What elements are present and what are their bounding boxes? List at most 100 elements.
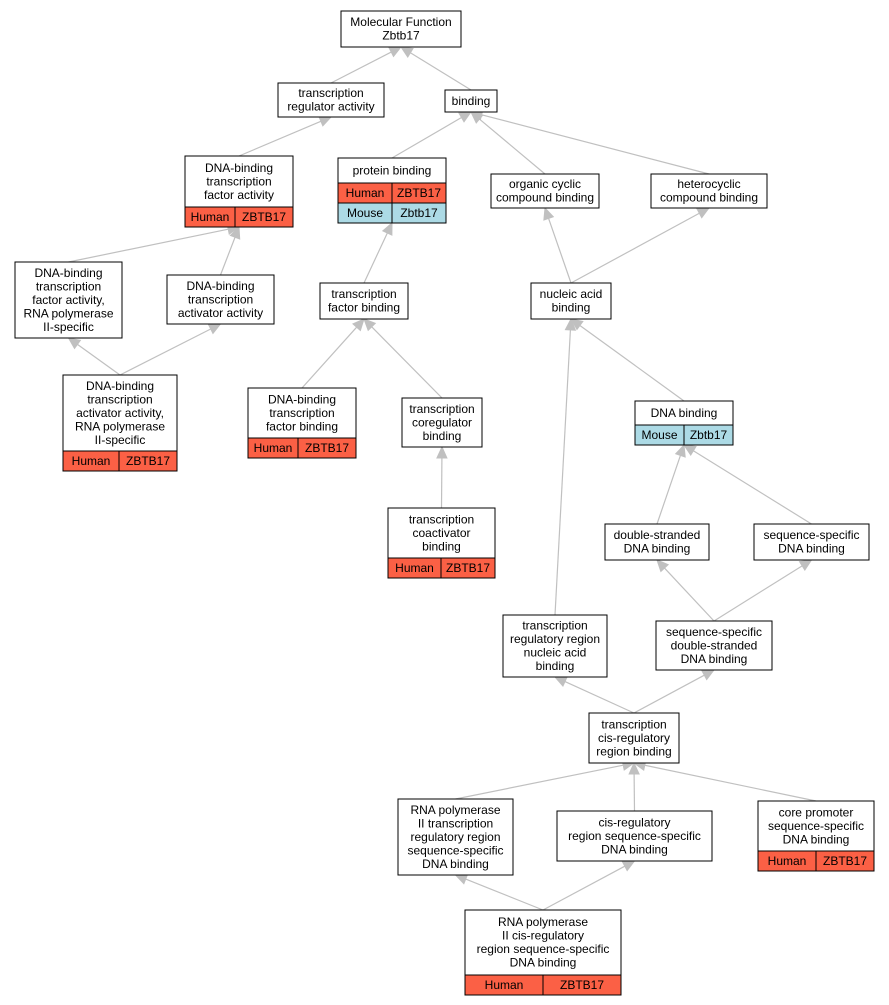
- node-label-line: activator activity: [178, 306, 263, 320]
- edge-tcab-to-tcb: [436, 445, 448, 509]
- node-label-line: heterocyclic: [677, 177, 740, 191]
- node-box: [634, 400, 734, 426]
- edge-arrowhead: [564, 317, 577, 331]
- edge-arrowhead: [436, 445, 448, 459]
- edge-dnab-to-nab: [570, 318, 685, 402]
- node-label-line: RNA polymerase: [498, 915, 588, 929]
- edge-arrowhead: [458, 111, 473, 123]
- edge-tra-to-mf: [330, 46, 403, 84]
- node-label-line: compound binding: [496, 191, 594, 205]
- node-label-line: DNA binding: [783, 832, 850, 846]
- node-label-line: cis-regulatory: [598, 731, 670, 745]
- edge-arrowhead: [67, 337, 82, 350]
- edge-arrowhead: [229, 225, 241, 240]
- node-label-line: transcription: [601, 717, 666, 731]
- node-label-line: transcription: [188, 292, 253, 306]
- edge-line: [633, 674, 705, 714]
- node-label-line: protein binding: [353, 163, 432, 177]
- edge-line: [656, 455, 682, 525]
- gene-label: ZBTB17: [446, 561, 490, 575]
- node-label-line: compound binding: [660, 191, 758, 205]
- edge-dbtaa-to-dbtfa: [219, 225, 241, 276]
- gene-label: ZBTB17: [823, 854, 867, 868]
- node-label-line: DNA binding: [651, 406, 718, 420]
- node-box: [387, 507, 496, 559]
- species-label: Human: [191, 210, 230, 224]
- edge-line: [664, 567, 715, 622]
- graph-nodes: Molecular FunctionZbtb17transcriptionreg…: [14, 10, 875, 996]
- node-label-line: double-stranded: [671, 638, 758, 652]
- node-box: [753, 523, 870, 561]
- edge-rnap2crr-to-rnap2trr: [454, 873, 544, 911]
- edge-crrssdb-to-tcrrb: [628, 761, 640, 812]
- edge-arrowhead: [674, 443, 686, 458]
- node-label-line: organic cyclic: [509, 177, 581, 191]
- node-label-line: transcription: [409, 512, 474, 526]
- node-label-line: sequence-specific: [666, 625, 762, 639]
- go-term-binding[interactable]: binding: [444, 89, 498, 113]
- species-label: Human: [346, 186, 385, 200]
- edge-nab-to-occb: [543, 206, 572, 284]
- edge-rnap2crr-to-crrssdb: [542, 860, 636, 911]
- edge-line: [119, 328, 211, 376]
- edge-line: [219, 237, 236, 276]
- species-label: Human: [395, 561, 434, 575]
- node-label-line: transcription: [409, 402, 474, 416]
- node-label-line: transcription: [269, 406, 334, 420]
- edge-arrowhead: [399, 46, 414, 58]
- node-label-line: factor activity,: [32, 293, 104, 307]
- node-label-line: DNA binding: [624, 542, 691, 556]
- edge-line: [693, 450, 812, 525]
- gene-label: Zbtb17: [400, 206, 438, 220]
- node-label-line: Molecular Function: [350, 15, 451, 29]
- edge-arrowhead: [656, 559, 670, 573]
- node-label-line: II transcription: [418, 816, 493, 830]
- node-label-line: nucleic acid: [524, 646, 587, 660]
- edge-line: [363, 232, 388, 284]
- graph-edges: [67, 46, 817, 911]
- edge-arrowhead: [798, 559, 813, 571]
- node-label-line: transcription: [206, 174, 271, 188]
- node-label-line: coactivator: [412, 526, 470, 540]
- node-label-line: region binding: [596, 744, 671, 758]
- edge-ssdsdb-to-ssdb: [713, 559, 813, 622]
- species-label: Mouse: [347, 206, 383, 220]
- edge-dbtaa2-to-dbtfa2: [67, 337, 121, 376]
- node-label-line: transcription: [331, 287, 396, 301]
- node-label-line: DNA binding: [422, 857, 489, 871]
- node-label-line: regulatory region: [410, 830, 500, 844]
- edge-line: [554, 329, 572, 616]
- node-label-line: transcription: [522, 619, 587, 633]
- edge-arrowhead: [543, 206, 555, 221]
- node-label-line: nucleic acid: [540, 287, 603, 301]
- edge-arrowhead: [621, 860, 636, 872]
- node-label-line: DNA-binding: [186, 279, 254, 293]
- node-label-line: DNA binding: [601, 842, 668, 856]
- node-label-line: binding: [422, 539, 461, 553]
